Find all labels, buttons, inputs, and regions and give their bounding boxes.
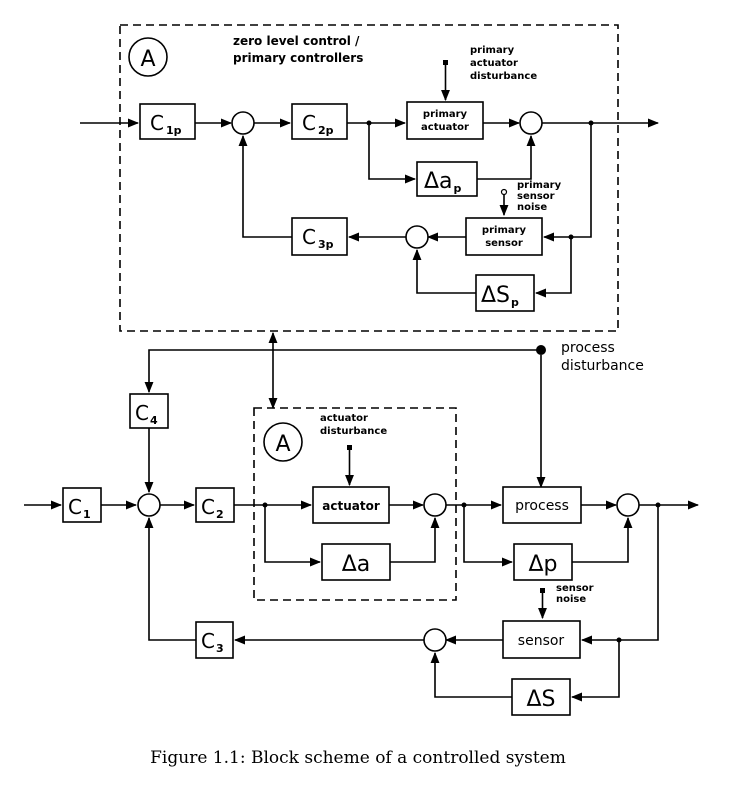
upper-group-frame — [119, 24, 619, 332]
upper-marker-label: A — [140, 47, 155, 72]
block-c1p — [139, 103, 196, 140]
wire-delta-a-sum2 — [390, 516, 440, 563]
sensor-noise-source — [540, 588, 545, 593]
wire-c3p-sum1 — [238, 134, 292, 238]
process-disturbance-label-1: process — [561, 340, 615, 356]
primary-disturbance-label-3: disturbance — [470, 71, 537, 82]
upper-sum-1 — [231, 111, 255, 135]
actuator-disturbance-label-2: disturbance — [320, 426, 387, 437]
figure-caption: Figure 1.1: Block scheme of a controlled… — [150, 748, 566, 768]
block-c1 — [62, 487, 102, 523]
primary-noise-label-1: primary — [517, 180, 562, 191]
block-delta-a — [321, 543, 391, 581]
actuator-disturbance-source — [347, 445, 352, 450]
upper-group-title-1: zero level control / — [233, 34, 360, 48]
primary-actuator-label-1: primary — [423, 109, 468, 120]
block-delta-p-label: Δp — [528, 552, 557, 577]
block-primary-sensor — [465, 217, 543, 256]
block-delta-sp — [475, 274, 535, 312]
block-delta-ap — [416, 161, 478, 197]
block-primary-actuator — [406, 101, 484, 140]
block-delta-s-label: ΔS — [526, 687, 555, 712]
wire-delta-p-sum3 — [572, 516, 633, 563]
sensor-noise-label-2: noise — [556, 594, 586, 605]
lower-sum-2 — [423, 493, 447, 517]
lower-sum-4 — [423, 628, 447, 652]
primary-sensor-label-2: sensor — [485, 238, 523, 249]
block-sensor-label: sensor — [518, 633, 565, 649]
block-c4 — [129, 393, 169, 429]
wire-to-delta-sp — [534, 237, 572, 298]
upper-sum-3 — [405, 225, 429, 249]
wire-to-delta-a — [264, 505, 322, 567]
upper-marker-circle — [128, 37, 168, 77]
block-c1-label: C1 — [68, 495, 91, 521]
block-process-label: process — [515, 498, 569, 514]
wire-delta-s-sum4 — [430, 651, 512, 698]
process-disturbance-source — [536, 345, 546, 355]
sensor-noise-label-1: sensor — [556, 583, 594, 594]
upper-group-title-2: primary controllers — [233, 51, 363, 65]
lower-marker-label: A — [275, 432, 290, 457]
wire-output-sensor — [580, 505, 659, 645]
block-c2 — [195, 487, 235, 523]
wire-disturbance-c4 — [144, 349, 541, 394]
primary-disturbance-label-1: primary — [470, 45, 515, 56]
primary-noise-label-2: sensor — [517, 191, 555, 202]
lower-sum-1 — [137, 493, 161, 517]
primary-noise-source — [500, 188, 508, 196]
lower-group-frame — [253, 407, 457, 601]
block-c2-label: C2 — [201, 495, 224, 521]
upper-sum-2 — [519, 111, 543, 135]
wire-output-primary-sensor — [542, 123, 592, 242]
wire-to-delta-ap — [368, 123, 417, 184]
primary-noise-label-3: noise — [517, 202, 547, 213]
lower-sum-3 — [616, 493, 640, 517]
block-c4-label: C4 — [135, 401, 158, 427]
wire-to-delta-p — [463, 505, 514, 567]
block-c3-label: C3 — [201, 629, 224, 655]
wire-delta-sp-sum3 — [412, 248, 476, 294]
block-delta-ap-label: Δap — [424, 169, 462, 195]
block-actuator-label: actuator — [322, 499, 380, 513]
block-c3 — [195, 621, 234, 659]
block-delta-sp-label: ΔSp — [481, 283, 519, 309]
wire-c3-sum1 — [144, 516, 196, 641]
block-delta-p — [513, 543, 573, 581]
primary-sensor-label-1: primary — [482, 225, 527, 236]
block-sensor — [502, 620, 581, 659]
primary-disturbance-label-2: actuator — [470, 58, 518, 69]
lower-marker-circle — [263, 422, 303, 462]
block-delta-a-label: Δa — [342, 552, 371, 577]
block-c3p — [291, 217, 348, 256]
wire-delta-ap-sum — [477, 134, 536, 180]
wire-to-delta-s — [570, 640, 620, 702]
process-disturbance-label-2: disturbance — [561, 358, 644, 374]
actuator-disturbance-label-1: actuator — [320, 413, 368, 424]
primary-actuator-label-2: actuator — [421, 122, 469, 133]
primary-disturbance-source — [443, 60, 448, 65]
block-c2p — [291, 103, 348, 140]
